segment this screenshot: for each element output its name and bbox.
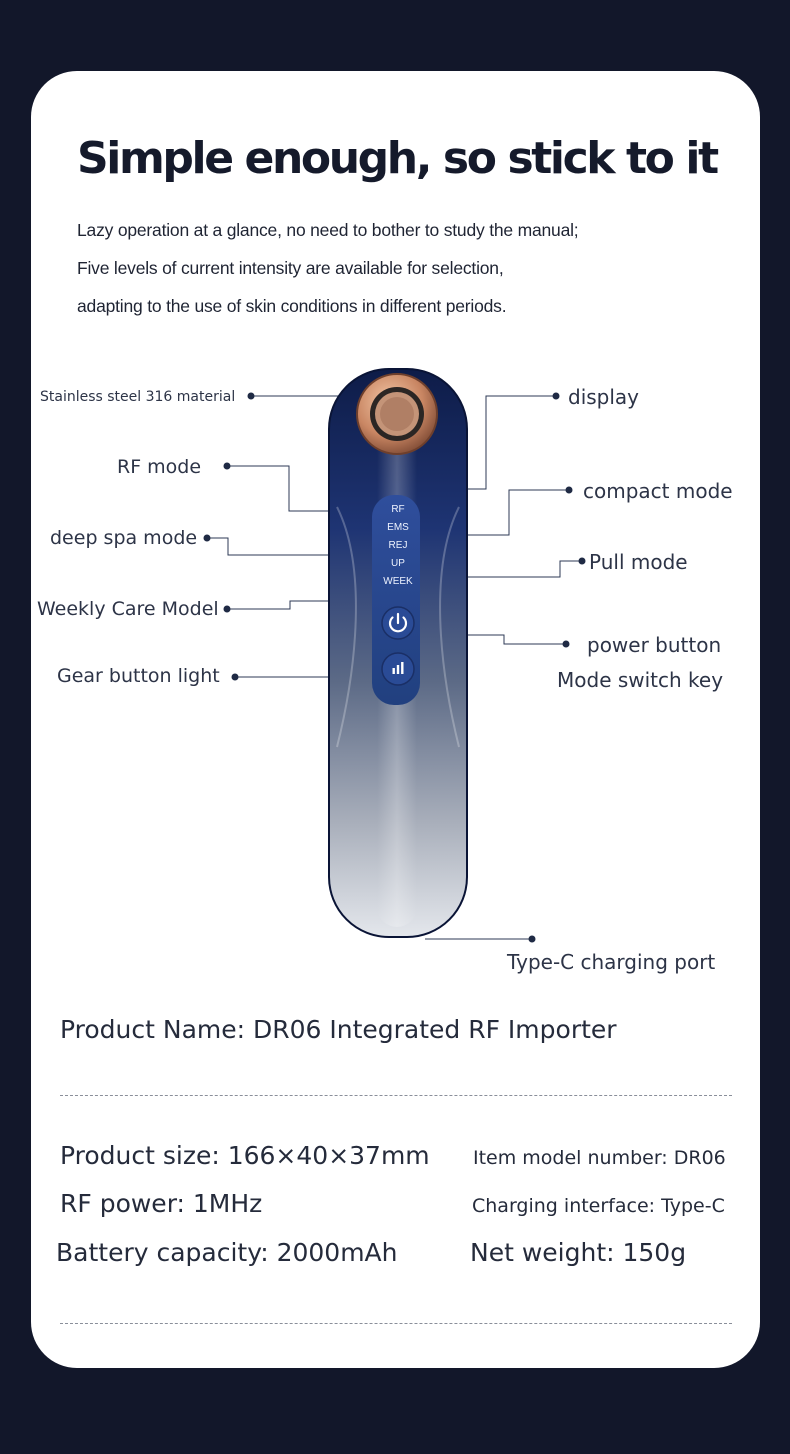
callout-display: display (568, 385, 640, 409)
spec-rf-power: RF power: 1MHz (60, 1189, 263, 1218)
intro-text: Lazy operation at a glance, no need to b… (77, 211, 579, 325)
product-name: Product Name: DR06 Integrated RF Importe… (60, 1015, 617, 1044)
callout-compact-mode: compact mode (583, 479, 733, 503)
panel-label-week: WEEK (383, 576, 413, 587)
spec-charging-interface: Charging interface: Type-C (472, 1195, 725, 1217)
panel-label-rej: REJ (388, 540, 408, 551)
callout-pull-mode: Pull mode (589, 550, 688, 574)
callout-typec-port: Type-C charging port (507, 950, 716, 974)
spec-battery: Battery capacity: 2000mAh (56, 1238, 398, 1267)
intro-line: adapting to the use of skin conditions i… (77, 296, 507, 316)
divider (60, 1095, 732, 1096)
power-icon (327, 605, 469, 646)
rf-device: RF EMS REJ UP WEEK (327, 367, 469, 939)
spec-product-size: Product size: 166×40×37mm (60, 1141, 430, 1170)
gear-level-icon (327, 651, 469, 692)
callout-gear-button-light: Gear button light (57, 665, 220, 687)
page-title: Simple enough, so stick to it (77, 133, 719, 184)
product-card: Simple enough, so stick to it Lazy opera… (31, 71, 760, 1368)
spec-net-weight: Net weight: 150g (470, 1238, 687, 1267)
callout-rf-mode: RF mode (117, 456, 202, 478)
intro-line: Lazy operation at a glance, no need to b… (77, 220, 579, 240)
callout-power-button: power button (587, 633, 722, 657)
intro-line: Five levels of current intensity are ava… (77, 258, 504, 278)
spec-item-model: Item model number: DR06 (473, 1147, 726, 1169)
callout-mode-switch-key: Mode switch key (557, 668, 724, 692)
callout-stainless-steel: Stainless steel 316 material (40, 389, 236, 405)
callout-weekly-care-model: Weekly Care Model (37, 598, 219, 620)
panel-label-rf: RF (391, 504, 405, 515)
callout-deep-spa-mode: deep spa mode (50, 527, 198, 549)
divider (60, 1323, 732, 1324)
panel-label-ems: EMS (387, 522, 409, 533)
panel-label-up: UP (391, 558, 405, 569)
device-diagram: RF EMS REJ UP WEEK S (31, 71, 760, 974)
